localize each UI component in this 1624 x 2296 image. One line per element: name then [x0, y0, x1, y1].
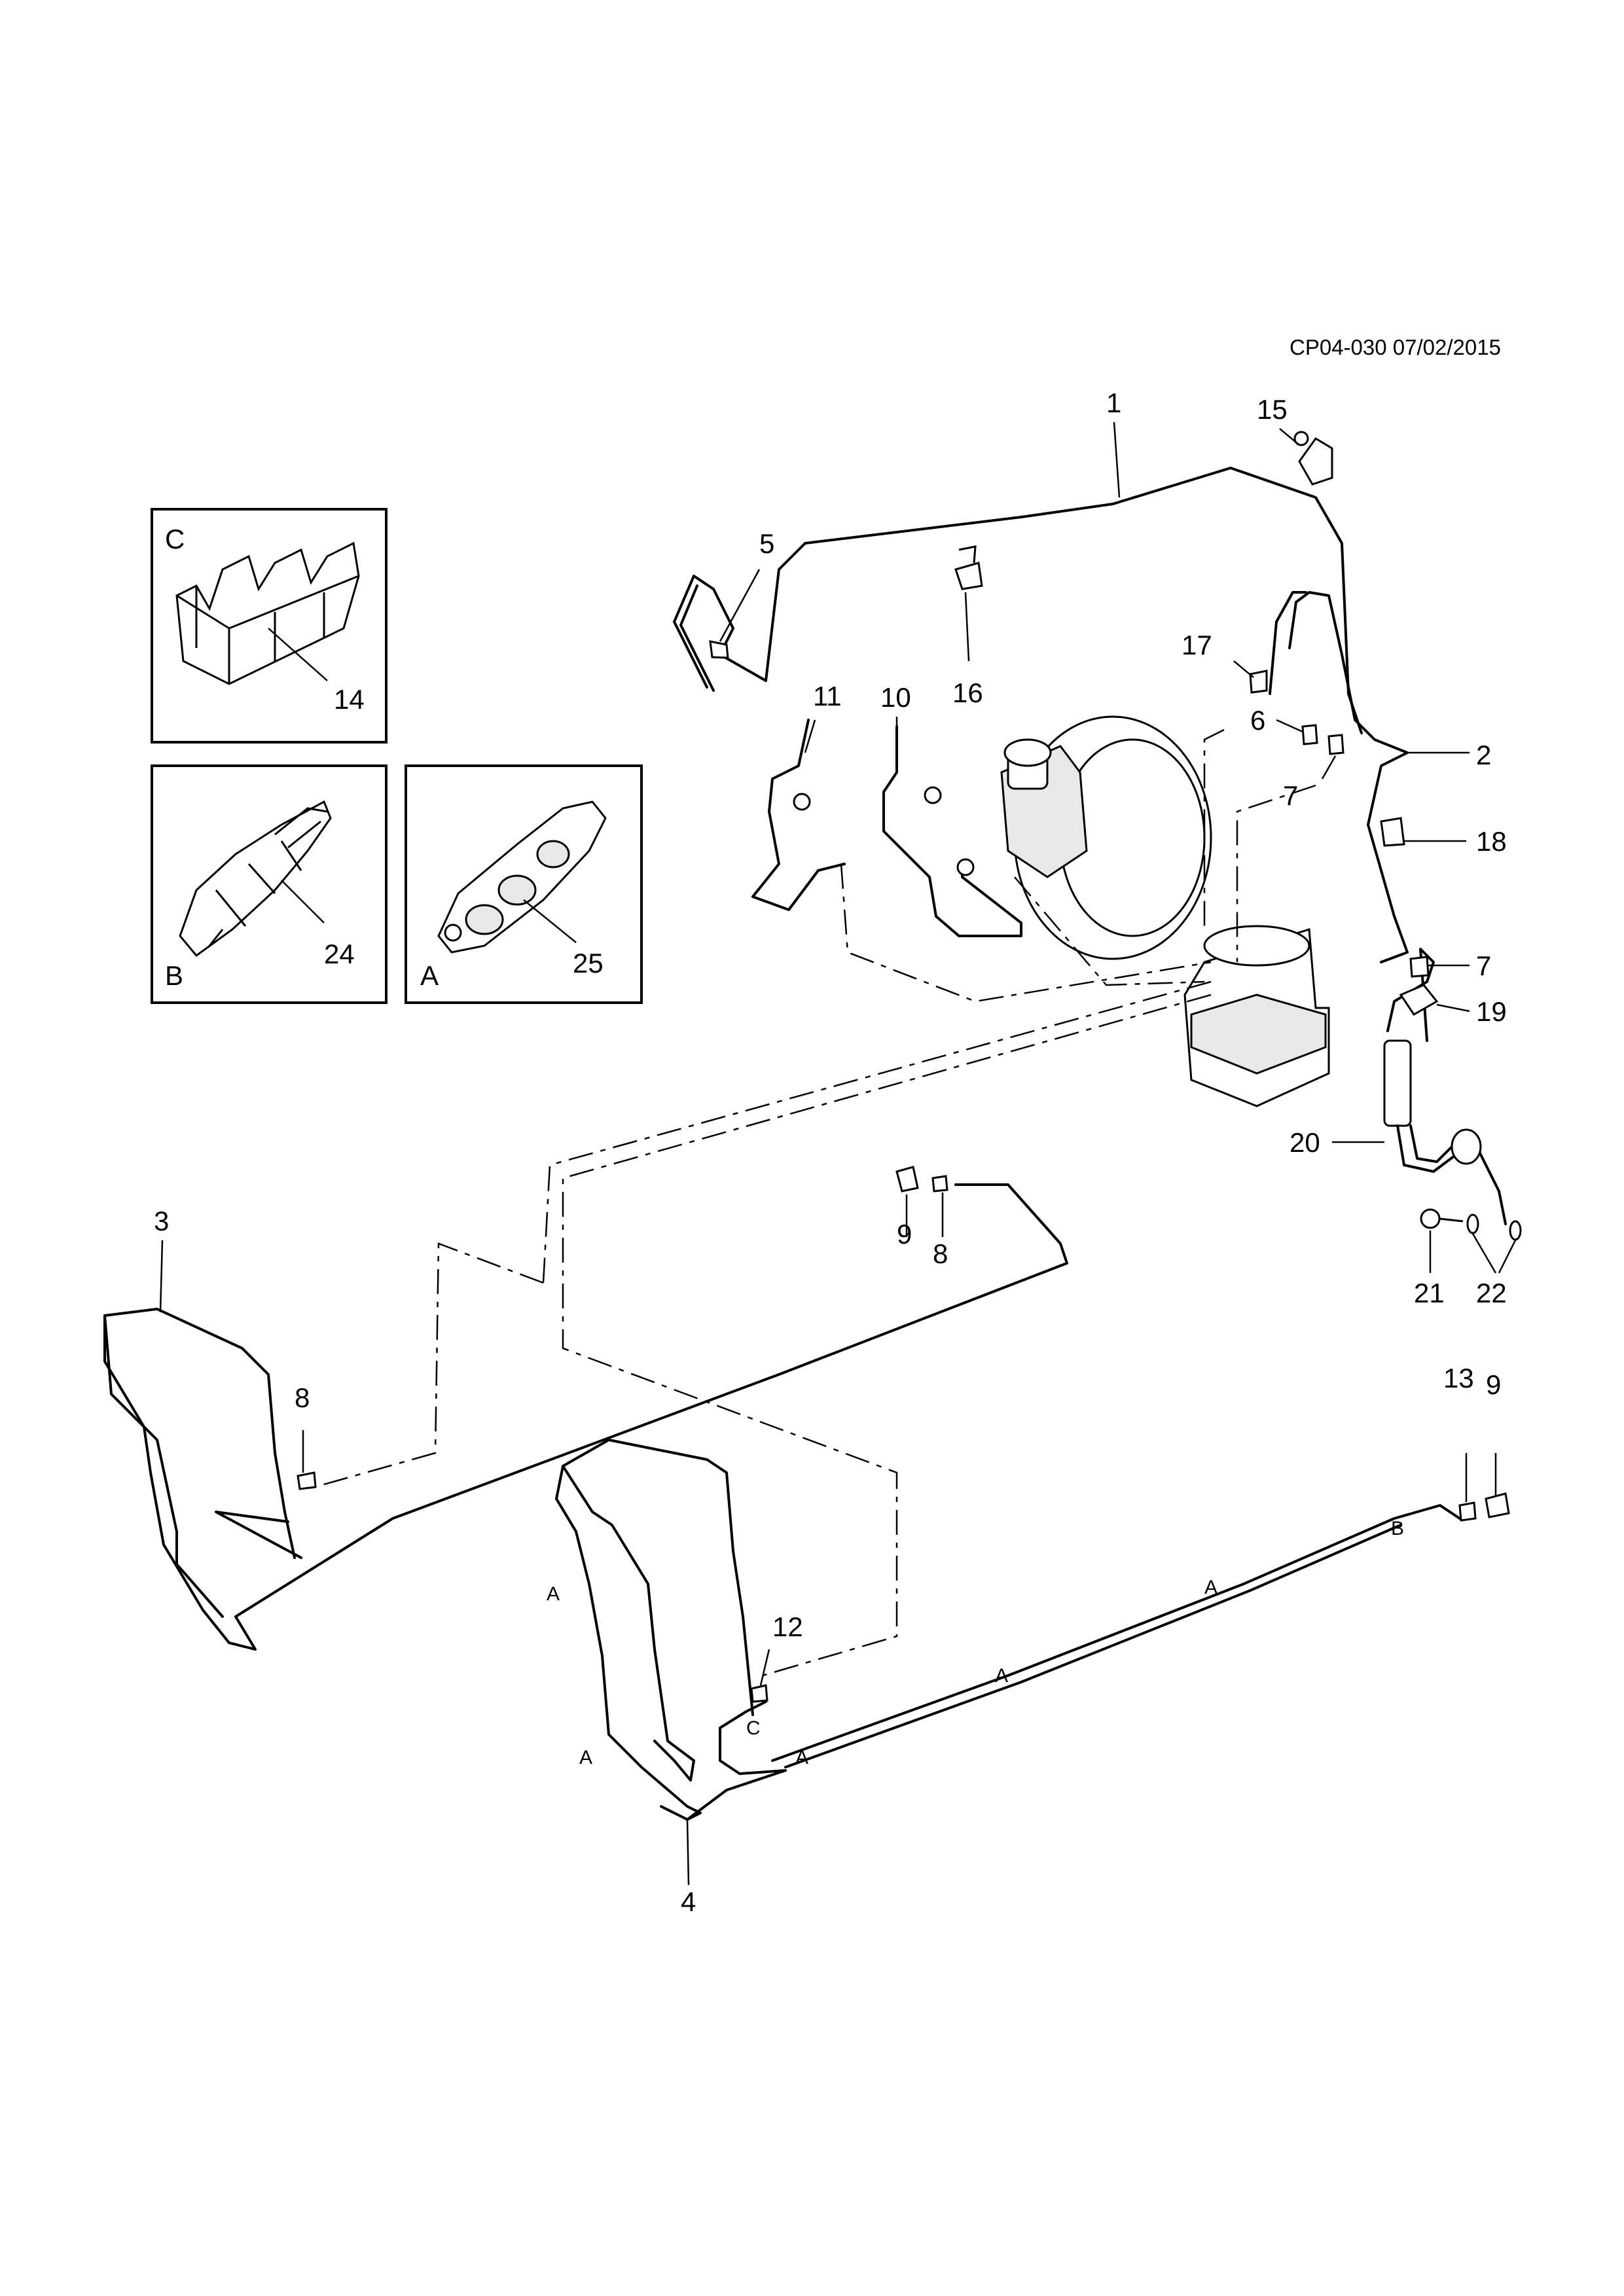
brake-booster-icon — [1000, 715, 1212, 960]
diagram-code: CP04-030 07/02/2015 — [1290, 335, 1501, 359]
pipe-letter-a-1: A — [547, 1583, 560, 1605]
callout-22: 22 — [1476, 1278, 1507, 1308]
clip-17-icon — [1249, 670, 1268, 694]
clip-24-icon — [179, 800, 332, 958]
washer-22-icon — [1466, 1213, 1522, 1241]
callout-9-upper: 9 — [897, 1219, 912, 1249]
pipe-letter-a-4: A — [995, 1665, 1008, 1687]
pipe-3 — [103, 1183, 1068, 1651]
clip-14-icon — [175, 541, 360, 685]
fitting-13-icon — [1458, 1501, 1477, 1522]
fitting-7-upper-icon — [1327, 734, 1344, 755]
callout-8-upper: 8 — [933, 1238, 948, 1269]
callout-2: 2 — [1476, 740, 1491, 770]
clip-25-icon — [437, 800, 607, 954]
pipe-letter-a-3: A — [795, 1747, 808, 1768]
callout-7-upper: 7 — [1283, 780, 1298, 811]
pipe-10 — [882, 725, 1022, 937]
pipe-letter-c: C — [746, 1717, 761, 1739]
bracket-19-icon — [1399, 984, 1439, 1016]
callout-10: 10 — [880, 682, 911, 713]
pipe-letter-a-5: A — [1204, 1577, 1218, 1598]
fitting-6-icon — [1301, 724, 1318, 745]
callout-12: 12 — [772, 1611, 803, 1642]
callout-19: 19 — [1476, 996, 1507, 1027]
fitting-5-icon — [709, 640, 729, 659]
fitting-12-icon — [750, 1684, 768, 1703]
pipe-11 — [751, 719, 846, 911]
callout-6: 6 — [1250, 705, 1265, 736]
callout-7-lower: 7 — [1476, 950, 1491, 981]
callout-18: 18 — [1476, 826, 1507, 857]
inset-box-b: B 24 — [151, 764, 388, 1004]
callout-5: 5 — [759, 528, 774, 559]
callout-20: 20 — [1290, 1127, 1320, 1158]
pipe-1 — [673, 467, 1363, 734]
inset-letter-b: B — [165, 960, 183, 991]
inset-box-a: A 25 — [405, 764, 643, 1004]
brake-hose-20-icon — [1383, 1039, 1507, 1225]
inset-part-25: 25 — [573, 948, 604, 978]
clip-15-icon — [1293, 431, 1333, 486]
callout-11: 11 — [813, 681, 842, 711]
pipe-4 — [555, 1439, 1461, 1821]
fitting-8-upper-icon — [931, 1175, 948, 1193]
clip-16-icon — [954, 545, 983, 590]
pipe-letter-a-2: A — [579, 1747, 592, 1768]
callout-21: 21 — [1414, 1278, 1445, 1308]
callout-8-lower: 8 — [295, 1382, 310, 1413]
callout-15: 15 — [1257, 394, 1288, 425]
callout-16: 16 — [952, 677, 983, 708]
pipe-2 — [1269, 591, 1435, 1042]
inset-part-24: 24 — [324, 939, 355, 969]
fitting-7-lower-icon — [1409, 956, 1430, 978]
callout-4: 4 — [681, 1886, 696, 1917]
callout-1: 1 — [1106, 387, 1121, 418]
nut-9-upper-icon — [895, 1166, 919, 1193]
clip-18-icon — [1380, 817, 1405, 847]
inset-letter-c: C — [165, 524, 185, 554]
callout-9-lower: 9 — [1486, 1369, 1501, 1400]
callout-17: 17 — [1182, 630, 1212, 660]
pipe-letter-b: B — [1391, 1518, 1404, 1539]
callout-13: 13 — [1443, 1363, 1474, 1393]
fitting-8-lower-icon — [297, 1471, 317, 1490]
inset-part-14: 14 — [334, 684, 365, 715]
nut-9-lower-icon — [1485, 1492, 1510, 1518]
inset-box-c: C 14 — [151, 508, 388, 744]
abs-modulator-icon — [1183, 925, 1330, 1107]
inset-letter-a: A — [420, 960, 439, 991]
bolt-21-icon — [1420, 1208, 1464, 1229]
callout-3: 3 — [154, 1206, 169, 1236]
